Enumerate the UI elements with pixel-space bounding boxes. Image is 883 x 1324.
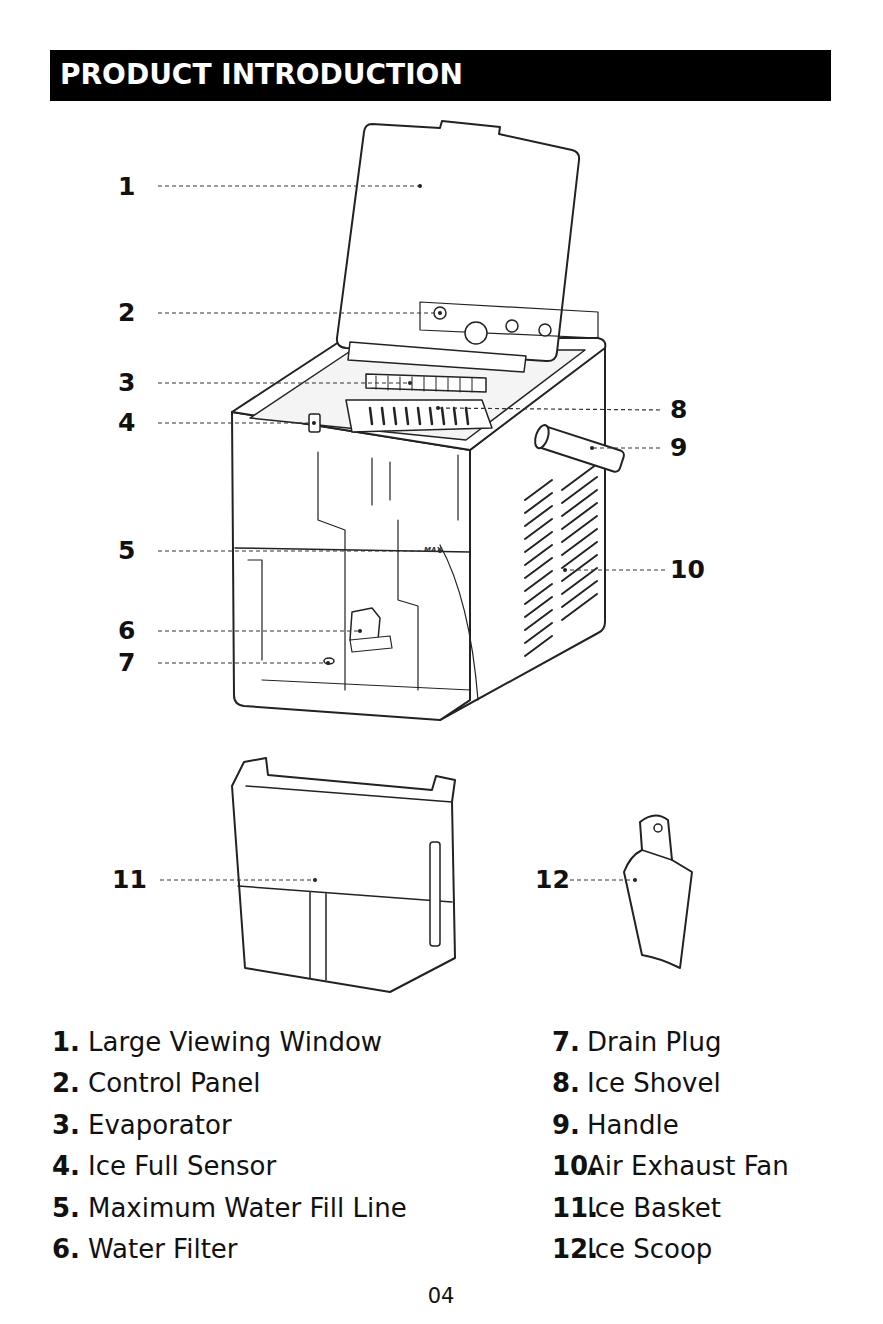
- part-name: Large Viewing Window: [88, 1026, 382, 1058]
- viewing-window: [337, 121, 579, 361]
- page-title: PRODUCT INTRODUCTION: [60, 58, 463, 92]
- callout-number: 4: [118, 408, 135, 438]
- drain-plug: [324, 658, 334, 664]
- list-number: 2.: [52, 1067, 80, 1099]
- handle: [532, 423, 625, 474]
- list-number: 5.: [52, 1192, 80, 1224]
- part-name: Ice Shovel: [587, 1067, 721, 1099]
- list-number: 9.: [552, 1109, 580, 1141]
- part-name: Drain Plug: [587, 1026, 722, 1058]
- callout-number: 2: [118, 298, 135, 328]
- callout-number: 5: [118, 536, 135, 566]
- title-band: PRODUCT INTRODUCTION: [50, 50, 831, 101]
- panel-button: [434, 307, 446, 319]
- ice-scoop: [624, 815, 692, 968]
- part-name: Evaporator: [88, 1109, 232, 1141]
- ice-basket: [232, 758, 455, 992]
- part-name: Maximum Water Fill Line: [88, 1192, 407, 1224]
- list-number: 8.: [552, 1067, 580, 1099]
- interior-floor: [262, 680, 470, 690]
- scoop-hole: [654, 824, 662, 832]
- part-name: Handle: [587, 1109, 679, 1141]
- callout-number: 6: [118, 616, 135, 646]
- callout-number: 7: [118, 648, 135, 678]
- callout-number: 11: [112, 865, 147, 895]
- panel-button: [539, 324, 551, 336]
- panel-button: [506, 320, 518, 332]
- exhaust-vents: [525, 464, 597, 656]
- basket-window: [430, 842, 440, 946]
- leader-dots: [312, 184, 637, 882]
- shovel-slots: [370, 408, 468, 424]
- callout-number: 8: [670, 395, 687, 425]
- panel-button: [465, 322, 487, 344]
- lid-hinge: [348, 342, 526, 372]
- list-number: 6.: [52, 1233, 80, 1265]
- interior-lines: [248, 452, 478, 700]
- part-name: Control Panel: [88, 1067, 260, 1099]
- page-number: 04: [428, 1283, 455, 1309]
- ice-shovel: [346, 400, 492, 432]
- list-number: 3.: [52, 1109, 80, 1141]
- fill-mark: MAX: [424, 546, 442, 554]
- part-name: Ice Basket: [587, 1192, 721, 1224]
- list-number: 4.: [52, 1150, 80, 1182]
- part-name: Air Exhaust Fan: [587, 1150, 789, 1182]
- filter-base: [350, 636, 392, 652]
- leader-lines: [158, 186, 665, 880]
- part-name: Water Filter: [88, 1233, 238, 1265]
- list-number: 1.: [52, 1026, 80, 1058]
- callout-number: 3: [118, 368, 135, 398]
- callout-number: 9: [670, 433, 687, 463]
- body-front: [232, 412, 470, 720]
- basket-lines: [238, 786, 452, 980]
- evaporator-fins: [376, 376, 472, 392]
- part-name: Ice Scoop: [587, 1233, 712, 1265]
- callout-number: 10: [670, 555, 705, 585]
- part-name: Ice Full Sensor: [88, 1150, 276, 1182]
- ice-full-sensor: [309, 414, 320, 432]
- scoop-edge: [642, 850, 672, 860]
- list-number: 7.: [552, 1026, 580, 1058]
- control-panel: [420, 302, 598, 338]
- callout-number: 1: [118, 172, 135, 202]
- callout-number: 12: [535, 865, 570, 895]
